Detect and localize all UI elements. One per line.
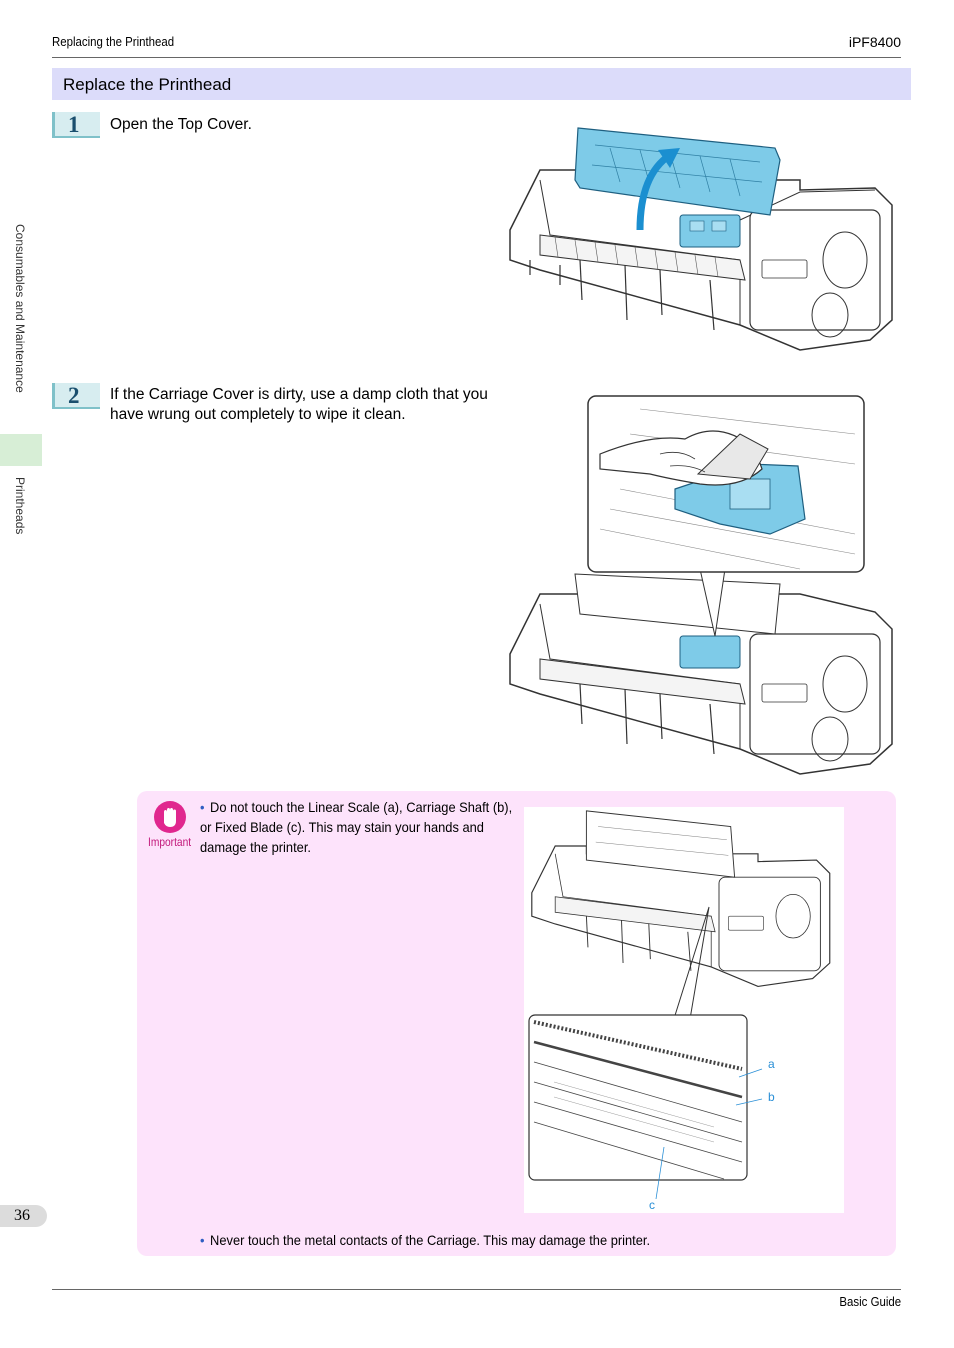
- step-1-badge: 1: [52, 112, 100, 138]
- header-section-name: Replacing the Printhead: [52, 34, 175, 49]
- header-model-name: iPF8400: [848, 34, 901, 50]
- step-1-text: Open the Top Cover.: [110, 116, 252, 133]
- side-tab-subsection[interactable]: Printheads: [13, 477, 27, 535]
- wipe-carriage-cover-illustration: [509, 395, 893, 775]
- important-bullet-2-text: Never touch the metal contacts of the Ca…: [210, 1232, 651, 1248]
- step-2-number: 2: [68, 383, 80, 408]
- step-2-badge: 2: [52, 383, 100, 409]
- section-heading-bar: Replace the Printhead: [52, 68, 911, 100]
- printer-open-top-cover-illustration: [509, 127, 893, 351]
- important-label: Important: [148, 835, 192, 849]
- callout-c: c: [649, 1198, 655, 1212]
- page-number-tab: 36: [0, 1205, 47, 1227]
- side-tab-highlight: [0, 434, 42, 466]
- important-bullet-1-text: Do not touch the Linear Scale (a), Carri…: [200, 799, 513, 855]
- callout-a: a: [768, 1057, 775, 1071]
- page-number: 36: [14, 1207, 30, 1224]
- footer-guide-name: Basic Guide: [839, 1294, 901, 1309]
- important-bullet-1: •Do not touch the Linear Scale (a), Carr…: [200, 797, 513, 857]
- important-notice-box: Important •Do not touch the Linear Scale…: [137, 791, 896, 1256]
- important-bullet-2: • Never touch the metal contacts of the C…: [200, 1230, 752, 1250]
- side-tab-chapter[interactable]: Consumables and Maintenance: [13, 224, 27, 393]
- callout-b: b: [768, 1090, 775, 1104]
- important-illustration-panel: a b c: [524, 807, 844, 1213]
- linear-scale-shaft-blade-illustration: a b c: [528, 810, 831, 1212]
- header-divider: [52, 57, 901, 58]
- step-2-text: If the Carriage Cover is dirty, use a da…: [110, 386, 488, 423]
- footer-divider: [52, 1289, 901, 1290]
- hand-stop-icon: [154, 801, 186, 833]
- bullet-dot-icon: •: [200, 799, 205, 815]
- step-1-number: 1: [68, 112, 80, 137]
- bullet-dot-icon: •: [200, 1232, 205, 1248]
- section-title: Replace the Printhead: [63, 75, 232, 94]
